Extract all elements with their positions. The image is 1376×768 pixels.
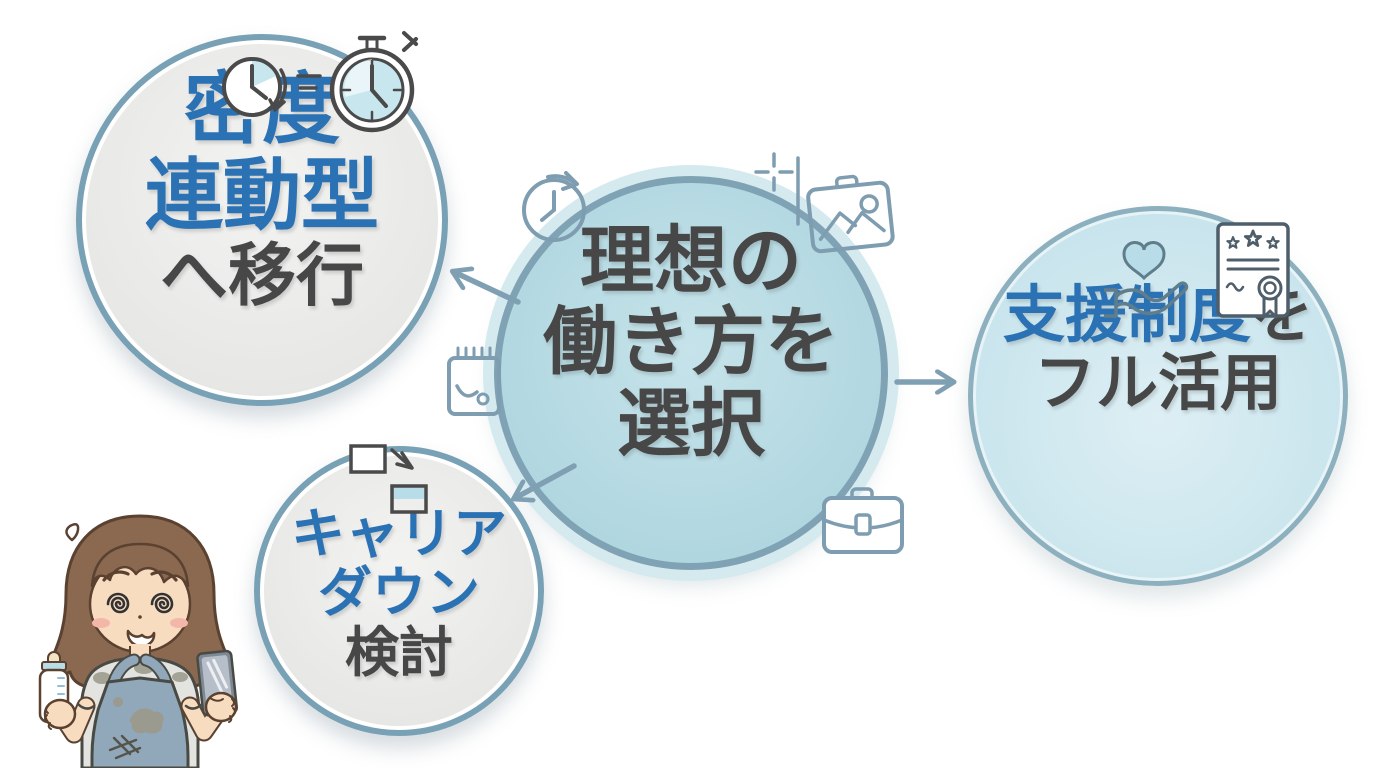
mother-illustration xyxy=(38,514,239,768)
apron-strap xyxy=(109,655,171,687)
heart-in-hand-icon xyxy=(1104,241,1189,318)
career-label-line-3: 検討 xyxy=(345,620,453,684)
left-sleeve-hem xyxy=(76,702,96,710)
photo-briefcase-icon xyxy=(806,174,895,254)
left-hand xyxy=(43,698,77,730)
blush xyxy=(92,618,110,628)
migrate-label-line-2: 連動型 xyxy=(144,150,379,241)
stain xyxy=(129,708,164,734)
blush xyxy=(170,618,188,628)
right-sleeve-hem xyxy=(184,702,204,710)
certificate-icon xyxy=(1216,222,1290,319)
center-label-line-3: 選択 xyxy=(617,380,765,467)
downgrade-transfer-icon xyxy=(349,444,428,514)
left-spiral-eye xyxy=(106,592,130,614)
center-label-line-2: 働き方を xyxy=(543,299,839,386)
right-hand xyxy=(204,691,238,723)
bangs xyxy=(90,542,190,588)
scribble-stain xyxy=(108,734,142,760)
sparkle-icon xyxy=(754,152,800,226)
calendar-icon xyxy=(447,346,501,416)
mouth xyxy=(126,629,156,648)
briefcase-icon xyxy=(822,487,904,554)
stain xyxy=(113,697,123,707)
hair-strand xyxy=(65,522,80,542)
clock-icon xyxy=(522,171,586,242)
eyebrows xyxy=(102,570,178,582)
migrate-label-line-3: へ移行 xyxy=(159,236,364,316)
clock-history-icon xyxy=(222,57,288,117)
stain xyxy=(172,672,188,682)
nose xyxy=(138,615,142,619)
center-label-line-1: 理想の xyxy=(580,218,802,304)
support-label-line-2: フル活用 xyxy=(1033,346,1282,420)
right-spiral-eye xyxy=(150,592,174,614)
career-label-line-2: ダウン xyxy=(318,561,480,625)
stopwatch-icon xyxy=(296,31,418,133)
stain xyxy=(93,672,111,684)
